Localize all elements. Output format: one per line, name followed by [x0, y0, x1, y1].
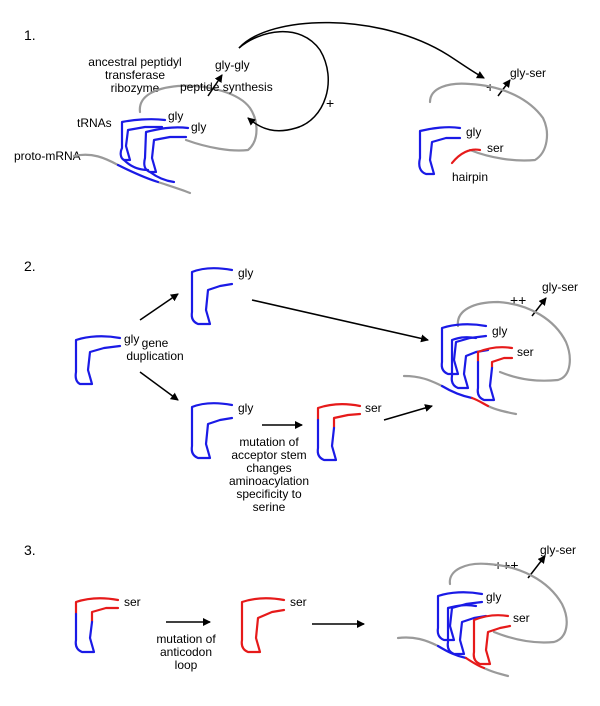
arrow-top-to-right	[251, 299, 429, 343]
trnas-label: tRNAs	[77, 116, 112, 130]
panel-1-number: 1.	[24, 27, 36, 43]
gly-ser-label-1: gly-ser	[510, 66, 546, 80]
ser-label-right: ser	[487, 141, 504, 155]
proto-mrna	[72, 153, 120, 167]
gly-label-left: gly	[124, 332, 139, 346]
trna-ser-right-3	[472, 614, 512, 666]
ribozyme-label-line2: transferase	[105, 68, 165, 82]
gly-ser-label-3: gly-ser	[540, 543, 576, 557]
mrna-right-3	[396, 636, 440, 648]
trna-ser-right-2-acceptor	[476, 346, 514, 370]
panel-2: 2. gly gene duplication gly gly mutation…	[24, 258, 578, 514]
arrow-up	[139, 293, 179, 321]
trna-gly-left	[74, 335, 122, 386]
plus-loop: +	[326, 95, 334, 111]
trna-gly-right-2a	[440, 323, 488, 376]
mrna-right-3-tail	[482, 666, 510, 678]
trna-ser-mid-3	[240, 597, 286, 654]
panel-1: 1. ancestral peptidyl transferase ribozy…	[14, 21, 549, 195]
gene-dup-line2: duplication	[126, 349, 183, 363]
gly-label-right-2: gly	[492, 324, 507, 338]
gly-label-right-3: gly	[486, 590, 501, 604]
mutation3-line2: anticodon	[160, 645, 212, 659]
trna-gly-right-3a	[436, 591, 484, 642]
gly-ser-label-2: gly-ser	[542, 280, 578, 294]
proto-mrna-tail	[156, 180, 192, 195]
trna-gly-top	[190, 267, 234, 326]
panel-2-number: 2.	[24, 258, 36, 274]
mrna-right-2	[402, 374, 444, 388]
gly-gly-arrow	[207, 74, 223, 97]
mutation-line5: specificity to	[236, 487, 302, 501]
ser-label-left: ser	[124, 595, 141, 609]
mutation-line1: mutation of	[239, 435, 299, 449]
mrna-codon-segment	[116, 163, 160, 184]
trna-gly-1	[119, 118, 167, 162]
trna-ser-left-acceptor	[74, 597, 120, 624]
ribozyme-label-line3: ribozyme	[111, 81, 160, 95]
ribozyme-shape	[138, 84, 258, 152]
codon-right-2-gly	[440, 384, 474, 400]
proto-mrna-label: proto-mRNA	[14, 149, 81, 163]
mutation-line6: serine	[253, 500, 286, 514]
loop-arrow	[238, 30, 329, 132]
gly-label-a: gly	[168, 109, 183, 123]
trna-ser-mid-acceptor	[316, 403, 362, 430]
ribozyme-right-3	[448, 562, 568, 644]
gly-ser-arrow-2	[531, 297, 547, 317]
hairpin-ser	[450, 148, 482, 165]
trna-gly-right-2b	[450, 336, 490, 390]
trna-gly-right-3b	[446, 604, 488, 656]
trna-gly-bottom	[190, 402, 234, 460]
arrow-ser-to-right	[383, 404, 433, 421]
ser-label-right-3: ser	[513, 611, 530, 625]
panel-3-number: 3.	[24, 542, 36, 558]
gly-ser-arrow-1	[497, 79, 511, 97]
ribozyme-right-2	[456, 300, 571, 382]
mrna-right-2-tail	[486, 404, 518, 416]
trna-ser-mid-body	[316, 418, 338, 462]
ribozyme-right	[428, 82, 549, 162]
codon-right-2-ser	[470, 396, 490, 408]
panel-3: 3. ser mutation of anticodon loop ser ++…	[24, 542, 576, 678]
trna-gly-2	[143, 126, 190, 174]
hairpin-label: hairpin	[452, 170, 488, 184]
mutation-line3: changes	[246, 461, 291, 475]
mutation3-line3: loop	[175, 658, 198, 672]
codon-right-3-ser	[464, 656, 486, 670]
gly-label-bottom: gly	[238, 401, 253, 415]
mutation3-line1: mutation of	[156, 632, 216, 646]
trna-gly-2-anticodon	[148, 170, 176, 184]
mutation-line2: acceptor stem	[231, 448, 306, 462]
trna-ser-right-2-body	[476, 360, 496, 402]
trna-ser-left-body	[74, 612, 96, 654]
gly-label-top: gly	[238, 266, 253, 280]
arrow-down	[139, 371, 179, 401]
gly-label-right: gly	[466, 125, 481, 139]
mutation-line4: aminoacylation	[229, 474, 309, 488]
peptide-synthesis-label: peptide synthesis	[180, 80, 273, 94]
ser-label-mid: ser	[365, 401, 382, 415]
to-right-arrow	[238, 21, 485, 79]
gly-label-b: gly	[191, 120, 206, 134]
ser-label-right-2: ser	[517, 345, 534, 359]
gly-gly-label: gly-gly	[215, 58, 250, 72]
ser-label-mid-3: ser	[290, 595, 307, 609]
ribozyme-label-line1: ancestral peptidyl	[88, 55, 181, 69]
trna-gly-right	[418, 126, 462, 176]
gene-dup-line1: gene	[142, 336, 169, 350]
